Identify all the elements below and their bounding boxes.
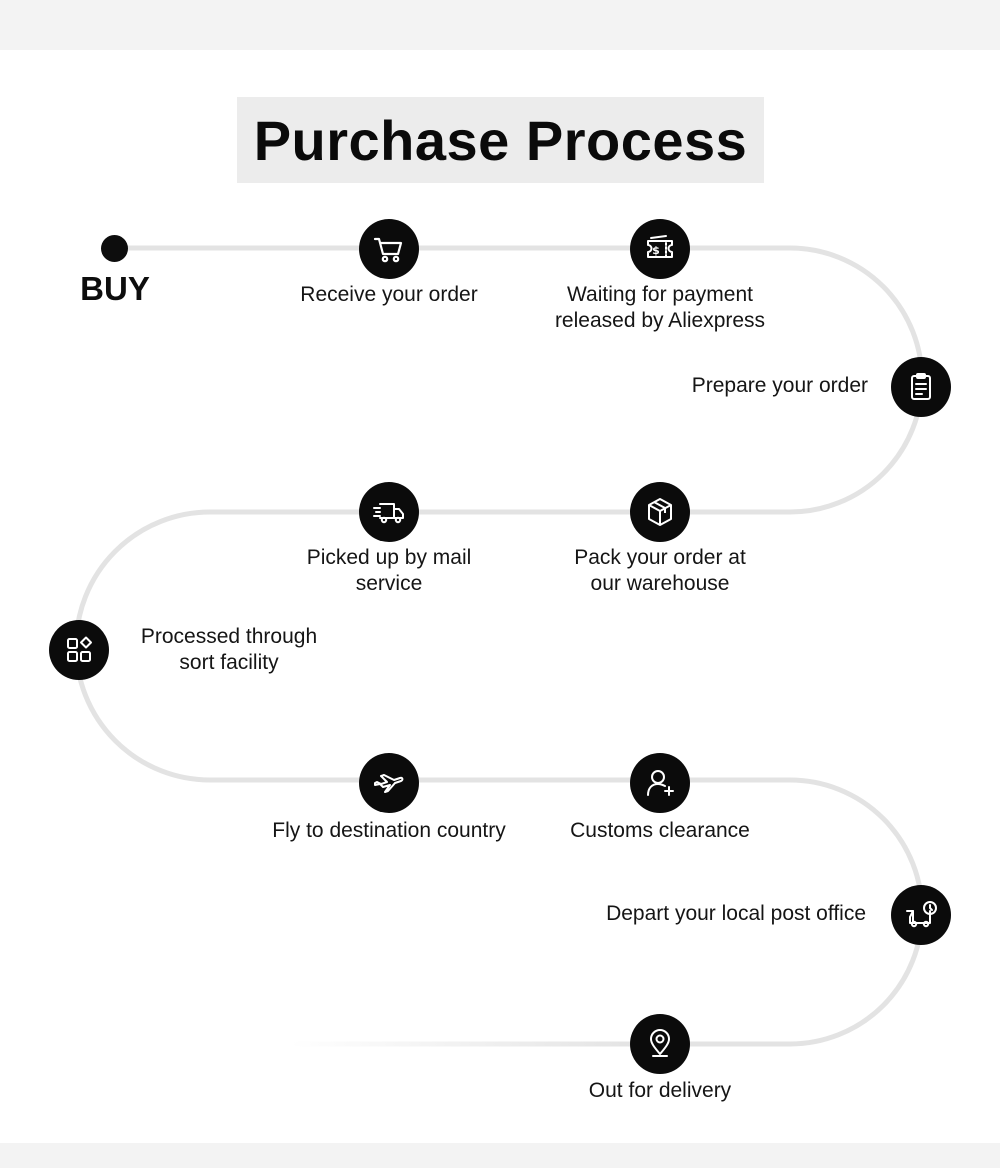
step-node-pack-order <box>630 482 690 542</box>
location-pin-icon <box>650 1029 670 1057</box>
cart-icon <box>373 237 403 263</box>
step-label-waiting-payment: Waiting for payment released by Aliexpre… <box>554 283 766 332</box>
buy-label: BUY <box>80 270 150 307</box>
page-title: Purchase Process <box>253 108 748 172</box>
step-node-prepare-order <box>891 357 951 417</box>
title-banner: Purchase Process <box>237 97 764 183</box>
step-node-waiting-payment: $ <box>630 219 690 279</box>
step-node-depart-post-office <box>891 885 951 945</box>
user-plus-icon <box>647 770 674 796</box>
truck-clock-icon <box>906 901 937 928</box>
step-label-receive-order: Receive your order <box>300 283 478 306</box>
step-node-picked-up <box>359 482 419 542</box>
delivery-truck-icon <box>373 503 404 524</box>
step-node-sort-facility <box>49 620 109 680</box>
top-band <box>0 0 1000 50</box>
step-label-prepare-order: Prepare your order <box>691 374 868 397</box>
step-node-fly-destination <box>359 753 419 813</box>
clipboard-icon <box>911 373 931 400</box>
airplane-icon <box>374 774 404 793</box>
step-label-fly-destination: Fly to destination country <box>272 819 506 842</box>
step-label-pack-order: Pack your order at our warehouse <box>574 546 746 595</box>
step-label-sort-facility: Processed through sort facility <box>140 625 318 674</box>
step-label-customs: Customs clearance <box>570 819 750 842</box>
step-label-picked-up: Picked up by mail service <box>306 546 472 595</box>
step-label-depart-post-office: Depart your local post office <box>606 902 866 925</box>
sort-grid-icon <box>67 636 92 662</box>
step-node-customs <box>630 753 690 813</box>
svg-text:$: $ <box>652 244 660 257</box>
content-card <box>0 50 1000 1143</box>
bottom-band <box>0 1143 1000 1168</box>
package-box-icon <box>648 498 672 526</box>
step-label-out-for-delivery: Out for delivery <box>588 1079 732 1102</box>
payment-ticket-icon: $ <box>647 235 673 258</box>
start-dot <box>101 235 128 262</box>
step-node-out-for-delivery <box>630 1014 690 1074</box>
step-node-receive-order <box>359 219 419 279</box>
